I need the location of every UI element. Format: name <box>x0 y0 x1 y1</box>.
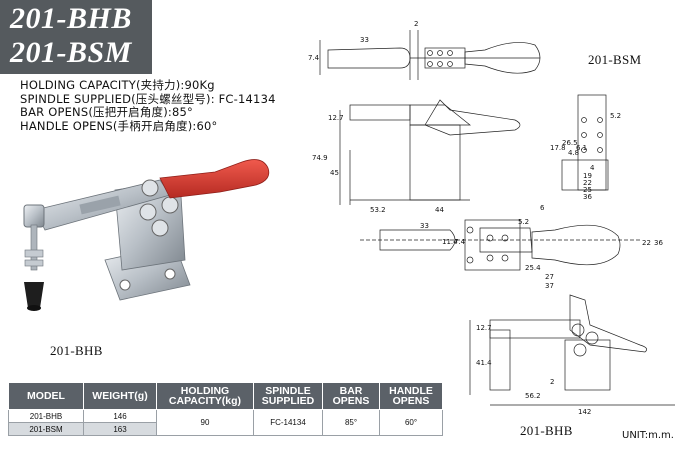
cell-model: 201-BSM <box>8 422 84 436</box>
spec-table: MODEL WEIGHT(g) HOLDING CAPACITY(kg) SPI… <box>8 382 443 436</box>
dim-plan-52: 5.2 <box>518 218 529 226</box>
dim-bhb-2: 2 <box>550 378 554 386</box>
dim-front-265: 26.5 <box>562 139 578 147</box>
title-model-bhb: 201-BHB <box>10 2 132 35</box>
th-weight: WEIGHT(g) <box>83 382 157 410</box>
unit-label: UNIT:m.m. <box>622 430 674 441</box>
th-capacity: HOLDING CAPACITY(kg) <box>156 382 254 410</box>
drawing-label-bsm: 201-BSM <box>588 52 642 67</box>
drawing-label-bhb: 201-BHB <box>520 423 573 438</box>
dim-front-4: 4 <box>590 164 595 172</box>
dim-side-45: 45 <box>330 169 339 177</box>
dim-front-22: 22 <box>583 179 592 187</box>
th-model: MODEL <box>8 382 84 410</box>
th-handle: HANDLE OPENS <box>379 382 443 410</box>
dim-top-33: 33 <box>360 36 369 44</box>
technical-drawings: 33 2 7.4 12.7 74.9 45 53.2 44 5.2 26.5 1… <box>308 20 675 416</box>
product-photo <box>23 159 270 311</box>
dim-plan-37: 37 <box>545 282 554 290</box>
dim-bhb-142: 142 <box>578 408 591 416</box>
spec-bar-opens: BAR OPENS(压把开启角度):85° <box>20 105 193 119</box>
dim-bhb-414: 41.4 <box>476 359 492 367</box>
dim-side-749: 74.9 <box>312 154 328 162</box>
table-row: 201-BSM 163 <box>8 422 443 436</box>
cell-spindle: FC-14134 <box>253 409 323 436</box>
dim-front-25: 25 <box>583 186 592 194</box>
title-box: 201-BHB 201-BSM <box>0 0 152 74</box>
dim-front-36: 36 <box>583 193 592 201</box>
dim-front-61: 6.1 <box>576 144 587 152</box>
spec-list: HOLDING CAPACITY(夹持力):90Kg SPINDLE SUPPL… <box>20 78 276 133</box>
th-spindle: SPINDLE SUPPLIED <box>253 382 323 410</box>
cell-capacity: 90 <box>156 409 254 436</box>
dim-plan-27: 27 <box>545 273 554 281</box>
th-bar: BAR OPENS <box>322 382 380 410</box>
dim-front-19: 19 <box>583 172 592 180</box>
dim-front-52: 5.2 <box>610 112 621 120</box>
table-row: 201-BHB 146 90 FC-14134 85° 60° <box>8 409 443 436</box>
dim-plan-36: 36 <box>654 239 663 247</box>
dim-plan-22: 22 <box>642 239 651 247</box>
cell-weight: 146 <box>83 409 157 423</box>
dim-side-127: 12.7 <box>328 114 344 122</box>
dim-front-48: 4.8 <box>568 149 579 157</box>
cell-model: 201-BHB <box>8 409 84 423</box>
spec-handle-opens: HANDLE OPENS(手柄开启角度):60° <box>20 118 218 133</box>
cell-weight: 163 <box>83 422 157 436</box>
photo-caption: 201-BHB <box>50 343 103 358</box>
dim-side-532: 53.2 <box>370 206 386 214</box>
dim-plan-6: 6 <box>540 204 545 212</box>
spec-spindle: SPINDLE SUPPLIED(压头螺丝型号): FC-14134 <box>20 91 276 106</box>
dim-plan-114: 11.4 <box>442 238 458 246</box>
dim-bhb-127: 12.7 <box>476 324 492 332</box>
dim-side-44: 44 <box>435 206 444 214</box>
dim-top-74: 7.4 <box>308 54 320 62</box>
cell-handle: 60° <box>379 409 443 436</box>
dim-bhb-562: 56.2 <box>525 392 541 400</box>
spec-holding-capacity: HOLDING CAPACITY(夹持力):90Kg <box>20 78 215 92</box>
dim-top-2: 2 <box>414 20 418 28</box>
dim-front-178: 17.8 <box>550 144 566 152</box>
dim-plan-33: 33 <box>420 222 429 230</box>
title-model-bsm: 201-BSM <box>10 36 132 69</box>
dim-plan-254: 25.4 <box>525 264 541 272</box>
cell-bar: 85° <box>322 409 380 436</box>
dim-plan-74: 7.4 <box>454 238 466 246</box>
